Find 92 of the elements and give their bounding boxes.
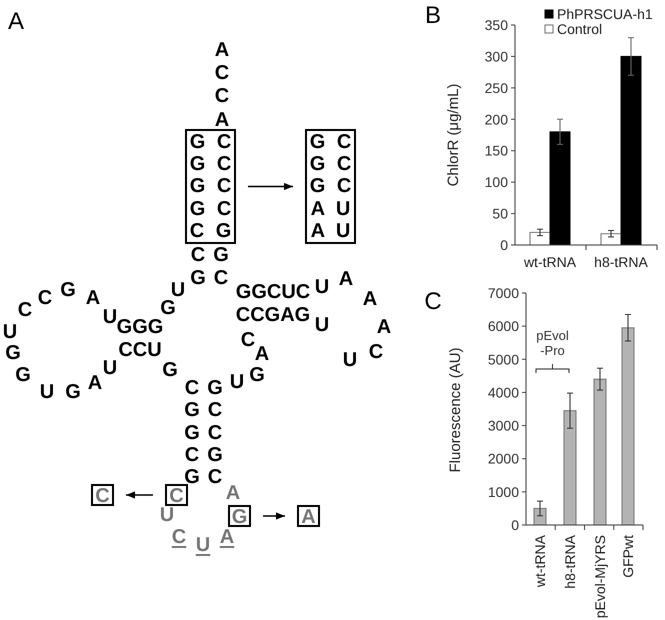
nucleotide-label: A [214, 40, 230, 60]
tick-label: 300 [484, 48, 508, 64]
nucleotide-label: C [184, 445, 200, 465]
nucleotide-label: U [160, 505, 174, 525]
nucleotide-label: A [220, 527, 234, 547]
nucleotide-label: C [208, 400, 222, 420]
category-label: wt-tRNA [532, 535, 548, 588]
nucleotide-label: A [362, 289, 378, 309]
nucleotide-label: G [184, 400, 200, 420]
nucleotide-label: G [160, 298, 176, 318]
nucleotide-box: C [165, 484, 188, 506]
nucleotide-label: C [18, 300, 32, 320]
tick-label: 350 [484, 17, 508, 33]
tick-label: 3000 [488, 418, 519, 434]
tick-label: 2000 [488, 450, 519, 467]
nucleotide-label: G [249, 365, 265, 385]
nucleotide-label: C [214, 86, 230, 106]
nucleotide-label: U [102, 307, 118, 327]
nucleotide-label: GGCUC [236, 282, 310, 302]
nucleotide-label: G [162, 360, 178, 380]
nucleotide-label: G [213, 245, 229, 265]
nucleotide-label: C [214, 63, 230, 83]
legend-label: PhPRSCUA-h1 [557, 6, 653, 22]
arrow [263, 512, 285, 520]
tick-label: 1000 [488, 484, 519, 500]
nucleotide-label: G [60, 280, 76, 300]
base-pair-box: G C G C G C A U A U [305, 129, 356, 244]
tick-label: 150 [484, 142, 508, 159]
nucleotide-label: A [254, 344, 270, 364]
bracket-label: pEvol -Pro [535, 329, 570, 359]
nucleotide-label: GGG [116, 317, 164, 337]
nucleotide-label: C [240, 330, 256, 350]
nucleotide-label: CCU [118, 340, 162, 360]
nucleotide-label: C [208, 467, 222, 487]
nucleotide-label: C [38, 288, 52, 308]
tick-label: 7000 [488, 285, 519, 301]
nucleotide-label: C [208, 423, 222, 443]
nucleotide-label: U [40, 382, 54, 402]
nucleotide-label: U [314, 315, 330, 335]
tick-label: 0 [511, 517, 519, 533]
panel-letter: A [8, 10, 24, 34]
nucleotide-label: C [368, 342, 384, 362]
nucleotide-label: U [102, 358, 118, 378]
arrow [248, 182, 293, 190]
nucleotide-label: G [184, 467, 200, 487]
legend-label: Control [557, 21, 602, 37]
nucleotide-label: A [214, 110, 230, 130]
arrow [126, 491, 153, 499]
nucleotide-label: A [226, 483, 240, 503]
nucleotide-label: U [230, 372, 244, 392]
axis-title: ChlorR (μg/mL) [445, 84, 462, 186]
nucleotide-label: A [88, 373, 102, 393]
tick-label: 5000 [488, 351, 519, 368]
nucleotide-box: A [297, 505, 320, 527]
nucleotide-label: A [338, 269, 354, 289]
tick-label: 100 [484, 174, 508, 190]
nucleotide-label: G [207, 445, 223, 465]
nucleotide-label: G [184, 423, 200, 443]
tick-label: 6000 [488, 318, 519, 334]
nucleotide-label: C [172, 527, 186, 547]
tick-label: 4000 [488, 384, 519, 400]
nucleotide-label: A [86, 288, 100, 308]
tick-label: 250 [484, 80, 508, 96]
axis-title: Fluorescence (AU) [447, 347, 464, 473]
nucleotide-label: U [314, 277, 330, 297]
category-label: GFPwt [620, 535, 636, 578]
base-pair-box: G C G C G C G C C G [185, 129, 236, 244]
nucleotide-label: U [196, 535, 210, 555]
nucleotide-label: G [65, 382, 81, 402]
nucleotide-label: G [207, 378, 223, 398]
tick-label: 0 [500, 237, 508, 253]
nucleotide-label: CCGAG [236, 305, 310, 325]
nucleotide-box: G [228, 505, 251, 527]
nucleotide-label: A [376, 317, 392, 337]
nucleotide-label: C [184, 378, 200, 398]
category-label: pEvol-MjYRS [592, 535, 608, 618]
nucleotide-label: U [342, 350, 358, 370]
nucleotide-label: G [15, 365, 31, 385]
nucleotide-label: G [190, 268, 206, 288]
nucleotide-label: G [5, 343, 21, 363]
tick-label: 200 [484, 111, 508, 128]
category-label: wt-tRNA [524, 254, 576, 270]
nucleotide-label: U [2, 322, 18, 342]
category-label: h8-tRNA [562, 535, 578, 589]
nucleotide-label: C [214, 268, 228, 288]
nucleotide-label: U [170, 280, 186, 300]
panel-letter: B [425, 4, 441, 28]
tick-label: 50 [492, 206, 508, 222]
nucleotide-label: C [190, 245, 206, 265]
category-label: h8-tRNA [594, 254, 648, 270]
panel-letter: C [424, 290, 442, 314]
nucleotide-box: C [91, 484, 114, 506]
